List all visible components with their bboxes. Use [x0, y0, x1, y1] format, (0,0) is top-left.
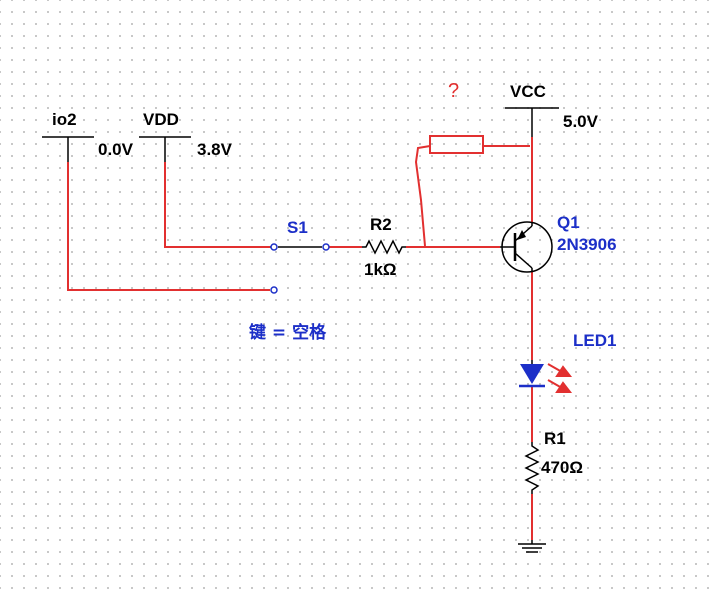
switch-s1: S1 键 = 空格: [249, 218, 330, 343]
vdd-voltage: 3.8V: [197, 140, 233, 159]
io2-label: io2: [52, 110, 77, 129]
resistor-r1: R1 470Ω: [524, 429, 583, 494]
vcc-voltage: 5.0V: [563, 112, 599, 131]
r1-value: 470Ω: [541, 458, 583, 477]
resistor-r2: R2 1kΩ: [362, 215, 406, 279]
emitter-arrow: [517, 230, 526, 240]
io2-voltage: 0.0V: [98, 140, 134, 159]
q1-ref: Q1: [557, 213, 580, 232]
switch-pole-vdd: [270, 243, 278, 251]
switch-key-hint: 键 = 空格: [249, 322, 327, 343]
r2-value: 1kΩ: [364, 260, 397, 279]
r2-ref: R2: [370, 215, 392, 234]
wire-io2: [67, 162, 270, 291]
switch-pole-io2: [270, 286, 278, 294]
question-mark: ?: [448, 80, 459, 102]
r1-ref: R1: [544, 429, 566, 448]
led1: LED1: [519, 331, 616, 393]
switch-ref: S1: [287, 218, 308, 237]
vcc-source: VCC 5.0V: [505, 82, 599, 137]
io2-source: io2 0.0V: [42, 110, 134, 162]
vcc-label: VCC: [510, 82, 546, 101]
sketch-wire-left: [414, 145, 431, 247]
transistor-q1: Q1 2N3906: [500, 213, 617, 273]
wire-vdd: [164, 162, 270, 248]
led-emission-arrows: [547, 363, 573, 393]
vdd-label: VDD: [143, 110, 179, 129]
sketch-resistor: [429, 135, 484, 154]
ground-icon: [518, 540, 546, 553]
led-ref: LED1: [573, 331, 616, 350]
q1-model: 2N3906: [557, 235, 617, 254]
wires: [67, 135, 533, 540]
vdd-source: VDD 3.8V: [139, 110, 233, 162]
switch-pole-common: [322, 243, 330, 251]
